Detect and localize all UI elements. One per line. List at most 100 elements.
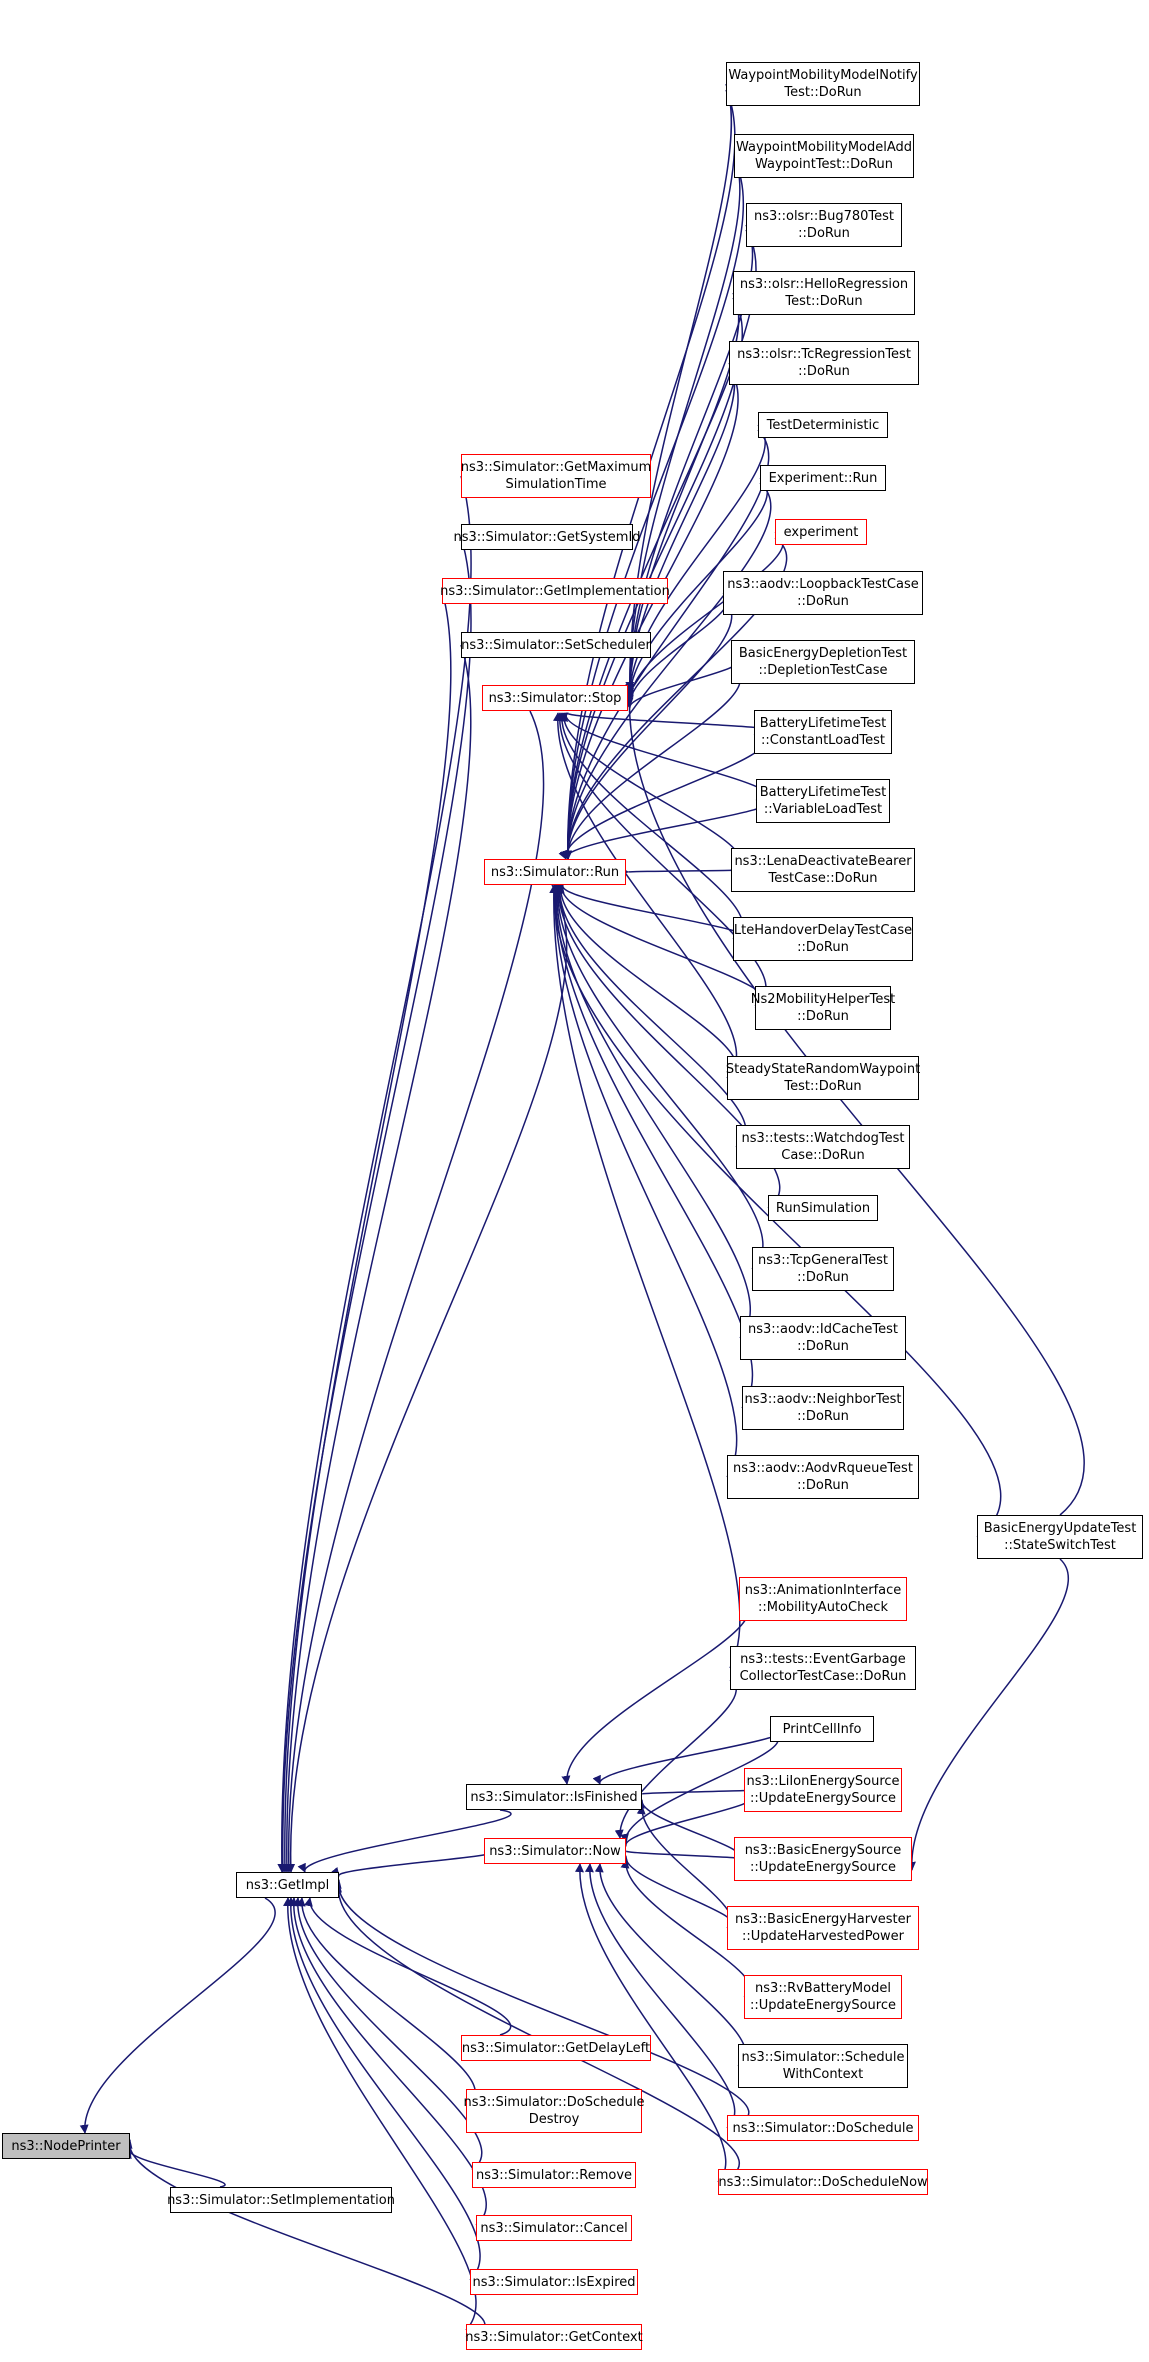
node-basic-energy-source-update[interactable]: ns3::BasicEnergySource ::UpdateEnergySou… [734,1837,912,1881]
node-experiment[interactable]: experiment [775,519,867,545]
node-waypoint-add[interactable]: WaypointMobilityModelAdd WaypointTest::D… [734,134,914,178]
node-label: ns3::Simulator::Schedule WithContext [741,2050,905,2082]
node-get-implementation[interactable]: ns3::Simulator::GetImplementation [440,578,670,604]
node-label: ns3::aodv::IdCacheTest ::DoRun [747,1322,899,1354]
node-get-impl[interactable]: ns3::GetImpl [236,1872,339,1898]
node-watchdog[interactable]: ns3::tests::WatchdogTest Case::DoRun [736,1125,910,1169]
node-is-expired[interactable]: ns3::Simulator::IsExpired [470,2269,638,2295]
node-olsr-hello[interactable]: ns3::olsr::HelloRegression Test::DoRun [733,271,915,315]
node-rv-battery[interactable]: ns3::RvBatteryModel ::UpdateEnergySource [744,1975,902,2019]
edge-liion-update-to-is-finished [632,1787,751,1797]
edge-get-maximum-simulation-time-to-get-impl [277,475,472,1873]
node-get-context[interactable]: ns3::Simulator::GetContext [465,2324,643,2350]
edge-stop-to-get-impl [284,710,545,1873]
node-tcp-general[interactable]: ns3::TcpGeneralTest ::DoRun [752,1247,894,1291]
edge-aodv-rqueue-to-run [550,884,738,1478]
edge-test-deterministic-to-stop [624,424,766,701]
node-lte-handover[interactable]: LteHandoverDelayTestCase ::DoRun [733,917,913,961]
edge-get-context-to-get-impl [283,1897,477,2331]
node-label: WaypointMobilityModelNotify Test::DoRun [728,68,918,100]
node-label: LteHandoverDelayTestCase ::DoRun [733,923,913,955]
node-label: ns3::Simulator::Now [489,1843,621,1859]
node-label: ns3::olsr::Bug780Test ::DoRun [753,209,895,241]
node-label: ns3::Simulator::SetScheduler [461,637,651,653]
edge-waypoint-add-to-run [563,159,745,860]
edge-get-implementation-to-get-impl [280,590,452,1873]
node-label: ns3::Simulator::IsFinished [470,1789,638,1805]
node-label: ns3::aodv::AodvRqueueTest ::DoRun [733,1461,913,1493]
node-run-simulation[interactable]: RunSimulation [768,1195,878,1221]
node-battery-constant[interactable]: BatteryLifetimeTest ::ConstantLoadTest [754,710,892,754]
node-lena-deactivate[interactable]: ns3::LenaDeactivateBearer TestCase::DoRu… [731,848,915,892]
node-animation-mobility[interactable]: ns3::AnimationInterface ::MobilityAutoCh… [739,1577,907,1621]
node-node-printer: ns3::NodePrinter [2,2133,130,2159]
node-label: ns3::TcpGeneralTest ::DoRun [757,1253,888,1285]
node-set-scheduler[interactable]: ns3::Simulator::SetScheduler [461,632,651,658]
node-liion-update[interactable]: ns3::LiIonEnergySource ::UpdateEnergySou… [744,1768,902,1812]
node-label: TestDeterministic [766,417,880,433]
node-basic-energy-depletion[interactable]: BasicEnergyDepletionTest ::DepletionTest… [731,640,915,684]
node-waypoint-notify[interactable]: WaypointMobilityModelNotify Test::DoRun [726,62,920,106]
node-olsr-bug780[interactable]: ns3::olsr::Bug780Test ::DoRun [746,203,902,247]
node-label: ns3::LiIonEnergySource ::UpdateEnergySou… [746,1774,900,1806]
node-schedule-with-context[interactable]: ns3::Simulator::Schedule WithContext [738,2044,908,2088]
node-battery-variable[interactable]: BatteryLifetimeTest ::VariableLoadTest [756,779,890,823]
node-label: ns3::Simulator::GetSystemId [453,529,641,545]
node-basic-energy-update[interactable]: BasicEnergyUpdateTest ::StateSwitchTest [977,1515,1143,1559]
node-label: ns3::aodv::NeighborTest ::DoRun [744,1392,902,1424]
node-label: SteadyStateRandomWaypoint Test::DoRun [725,1062,921,1094]
edge-ns2-mobility-to-stop [554,712,767,1007]
node-aodv-idcache[interactable]: ns3::aodv::IdCacheTest ::DoRun [740,1316,906,1360]
edge-steady-state-to-stop [552,712,738,1079]
node-label: ns3::AnimationInterface ::MobilityAutoCh… [744,1583,902,1615]
node-stop[interactable]: ns3::Simulator::Stop [482,685,628,711]
node-do-schedule-destroy[interactable]: ns3::Simulator::DoSchedule Destroy [463,2089,645,2133]
node-label: ns3::Simulator::GetContext [465,2329,643,2345]
node-label: BatteryLifetimeTest ::ConstantLoadTest [759,716,887,748]
node-run[interactable]: ns3::Simulator::Run [484,859,626,885]
node-get-maximum-simulation-time[interactable]: ns3::Simulator::GetMaximum SimulationTim… [461,454,651,498]
node-remove[interactable]: ns3::Simulator::Remove [472,2162,636,2188]
edge-experiment-run-to-stop [624,477,769,703]
edge-experiment-to-run [562,537,788,860]
node-event-garbage[interactable]: ns3::tests::EventGarbage CollectorTestCa… [730,1646,916,1690]
node-get-delay-left[interactable]: ns3::Simulator::GetDelayLeft [461,2035,651,2061]
edge-lte-handover-to-stop [556,712,744,940]
node-print-cell-info[interactable]: PrintCellInfo [770,1716,874,1742]
node-aodv-rqueue[interactable]: ns3::aodv::AodvRqueueTest ::DoRun [727,1455,919,1499]
edge-is-finished-to-get-impl [297,1809,512,1873]
node-label: ns3::Simulator::Run [490,864,620,880]
node-steady-state[interactable]: SteadyStateRandomWaypoint Test::DoRun [725,1056,921,1100]
node-do-schedule[interactable]: ns3::Simulator::DoSchedule [727,2115,919,2141]
node-ns2-mobility[interactable]: Ns2MobilityHelperTest ::DoRun [751,986,895,1030]
node-aodv-loopback[interactable]: ns3::aodv::LoopbackTestCase ::DoRun [723,571,923,615]
edge-do-schedule-to-get-impl [332,1879,750,2129]
edge-lena-deactivate-to-run [619,866,738,876]
node-now[interactable]: ns3::Simulator::Now [484,1838,626,1864]
node-label: ns3::BasicEnergyHarvester ::UpdateHarves… [735,1912,911,1944]
node-do-schedule-now[interactable]: ns3::Simulator::DoScheduleNow [718,2169,928,2195]
node-label: ns3::BasicEnergySource ::UpdateEnergySou… [744,1843,902,1875]
node-label: ns3::aodv::LoopbackTestCase ::DoRun [727,577,919,609]
node-label: ns3::Simulator::Cancel [480,2220,628,2236]
node-get-system-id[interactable]: ns3::Simulator::GetSystemId [453,524,641,550]
node-test-deterministic[interactable]: TestDeterministic [758,412,888,438]
node-label: ns3::Simulator::DoSchedule [732,2120,914,2136]
node-label: ns3::olsr::HelloRegression Test::DoRun [739,277,909,309]
node-label: Experiment::Run [768,470,878,486]
node-experiment-run[interactable]: Experiment::Run [760,465,886,491]
node-is-finished[interactable]: ns3::Simulator::IsFinished [466,1784,642,1810]
node-label: ns3::Simulator::GetImplementation [440,583,670,599]
edge-aodv-neighbor-to-run [551,884,754,1409]
node-label: experiment [783,524,859,540]
node-label: Ns2MobilityHelperTest ::DoRun [750,992,896,1024]
node-basic-energy-harvester[interactable]: ns3::BasicEnergyHarvester ::UpdateHarves… [727,1906,919,1950]
node-label: WaypointMobilityModelAdd WaypointTest::D… [735,140,913,172]
edge-get-context-to-node-printer [123,2139,486,2338]
node-label: ns3::Simulator::IsExpired [472,2274,636,2290]
node-aodv-neighbor[interactable]: ns3::aodv::NeighborTest ::DoRun [742,1386,904,1430]
node-olsr-tc[interactable]: ns3::olsr::TcRegressionTest ::DoRun [729,341,919,385]
node-set-implementation[interactable]: ns3::Simulator::SetImplementation [167,2187,395,2213]
edge-run-simulation-to-run [553,884,781,1209]
node-cancel[interactable]: ns3::Simulator::Cancel [476,2215,632,2241]
